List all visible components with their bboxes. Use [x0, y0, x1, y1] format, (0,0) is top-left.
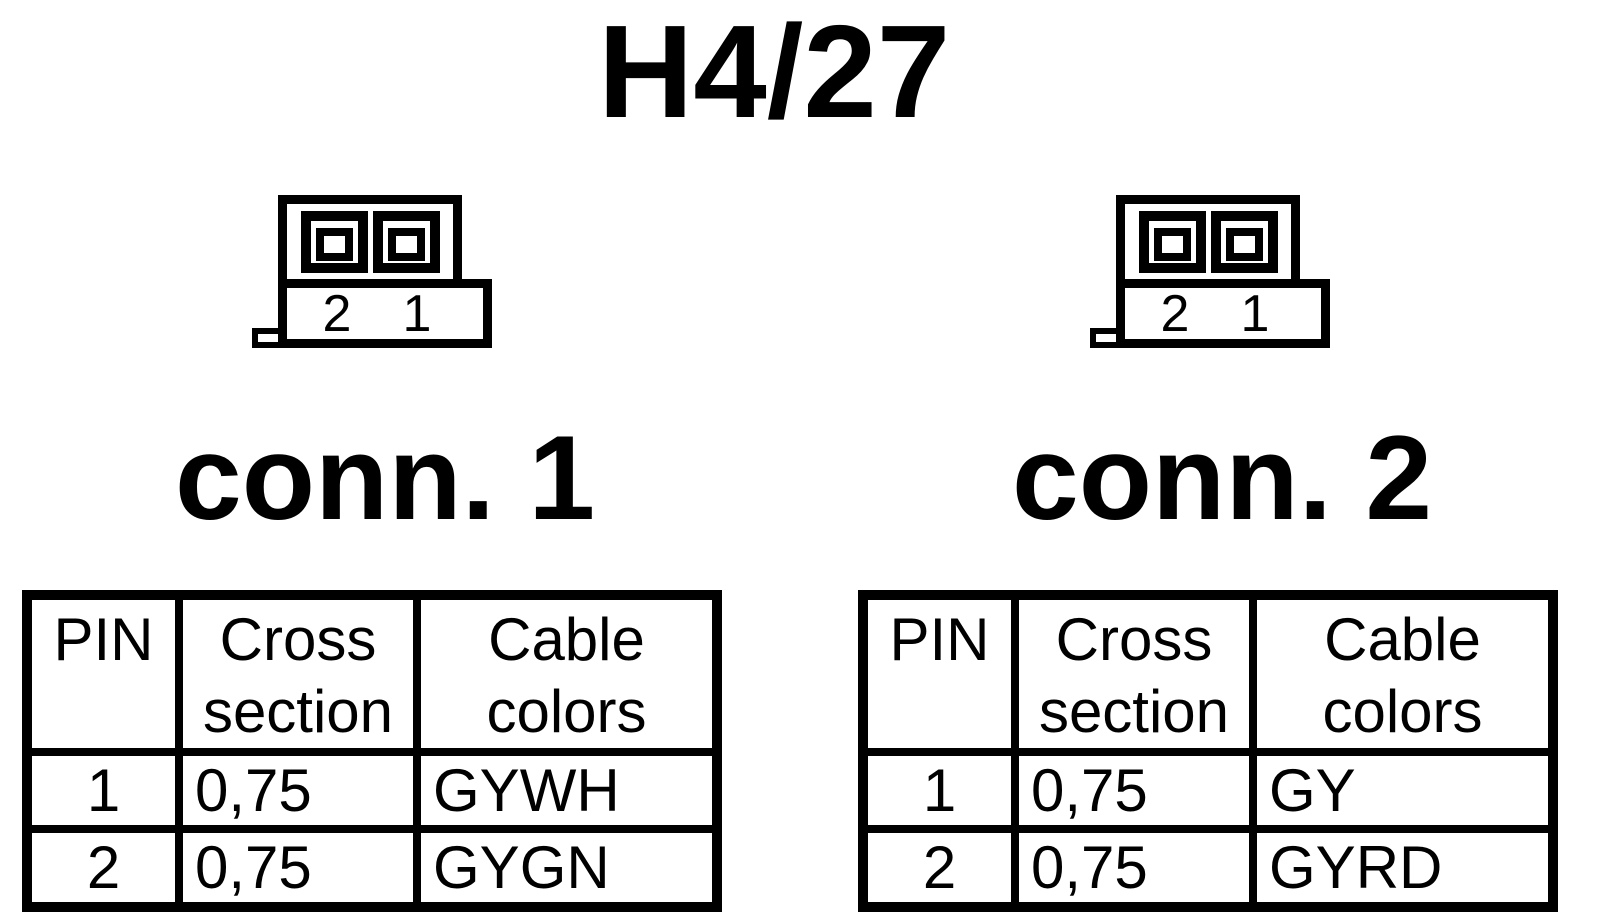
connector-2-diagram: 2 1 — [1090, 195, 1330, 348]
page-title: H4/27 — [598, 0, 951, 145]
pin-terminal — [1225, 227, 1263, 261]
pin-terminal — [315, 227, 353, 261]
cable-color-cell: GYGN — [413, 825, 721, 911]
cross-section-cell: 0,75 — [175, 748, 421, 833]
pin-number-label: 1 — [1240, 285, 1270, 343]
connector-base: 2 1 — [1116, 279, 1330, 348]
column-header-cable-colors: Cable colors — [1249, 591, 1557, 756]
pin-cell: 1 — [23, 748, 183, 833]
pin-socket-1 — [372, 210, 440, 273]
pin-number-label: 1 — [402, 285, 432, 343]
column-header-cross-section: Cross section — [175, 591, 421, 756]
column-header-cable-colors: Cable colors — [413, 591, 721, 756]
pin-terminal — [1153, 227, 1191, 261]
connector-2-label: conn. 2 — [1012, 411, 1433, 545]
cross-section-cell: 0,75 — [1011, 748, 1257, 833]
table-row: 1 0,75 GY — [859, 748, 1557, 833]
connector-housing — [1116, 195, 1300, 288]
cable-color-cell: GYRD — [1249, 825, 1557, 911]
connector-housing — [278, 195, 462, 288]
pin-number-label: 2 — [1160, 285, 1190, 343]
connector-1-diagram: 2 1 — [252, 195, 492, 348]
table-row: 2 0,75 GYGN — [23, 825, 721, 911]
pin-terminal — [387, 227, 425, 261]
pin-cell: 2 — [23, 825, 183, 911]
conn2-pin-table: PIN Cross section Cable colors 1 0,75 GY… — [858, 590, 1558, 912]
cable-color-cell: GYWH — [413, 748, 721, 833]
pin-socket-2 — [1138, 210, 1206, 273]
pin-number-label: 2 — [322, 285, 352, 343]
pin-socket-1 — [1210, 210, 1278, 273]
column-header-pin: PIN — [23, 591, 183, 756]
column-header-cross-section: Cross section — [1011, 591, 1257, 756]
header-row: PIN Cross section Cable colors — [859, 591, 1557, 756]
pin-cell: 2 — [859, 825, 1019, 911]
pin-cell: 1 — [859, 748, 1019, 833]
pin-socket-2 — [300, 210, 368, 273]
column-header-pin: PIN — [859, 591, 1019, 756]
connector-base: 2 1 — [278, 279, 492, 348]
cross-section-cell: 0,75 — [1011, 825, 1257, 911]
cross-section-cell: 0,75 — [175, 825, 421, 911]
cable-color-cell: GY — [1249, 748, 1557, 833]
header-row: PIN Cross section Cable colors — [23, 591, 721, 756]
connector-1-label: conn. 1 — [175, 411, 596, 545]
table-row: 2 0,75 GYRD — [859, 825, 1557, 911]
conn1-pin-table: PIN Cross section Cable colors 1 0,75 GY… — [22, 590, 722, 912]
table-row: 1 0,75 GYWH — [23, 748, 721, 833]
